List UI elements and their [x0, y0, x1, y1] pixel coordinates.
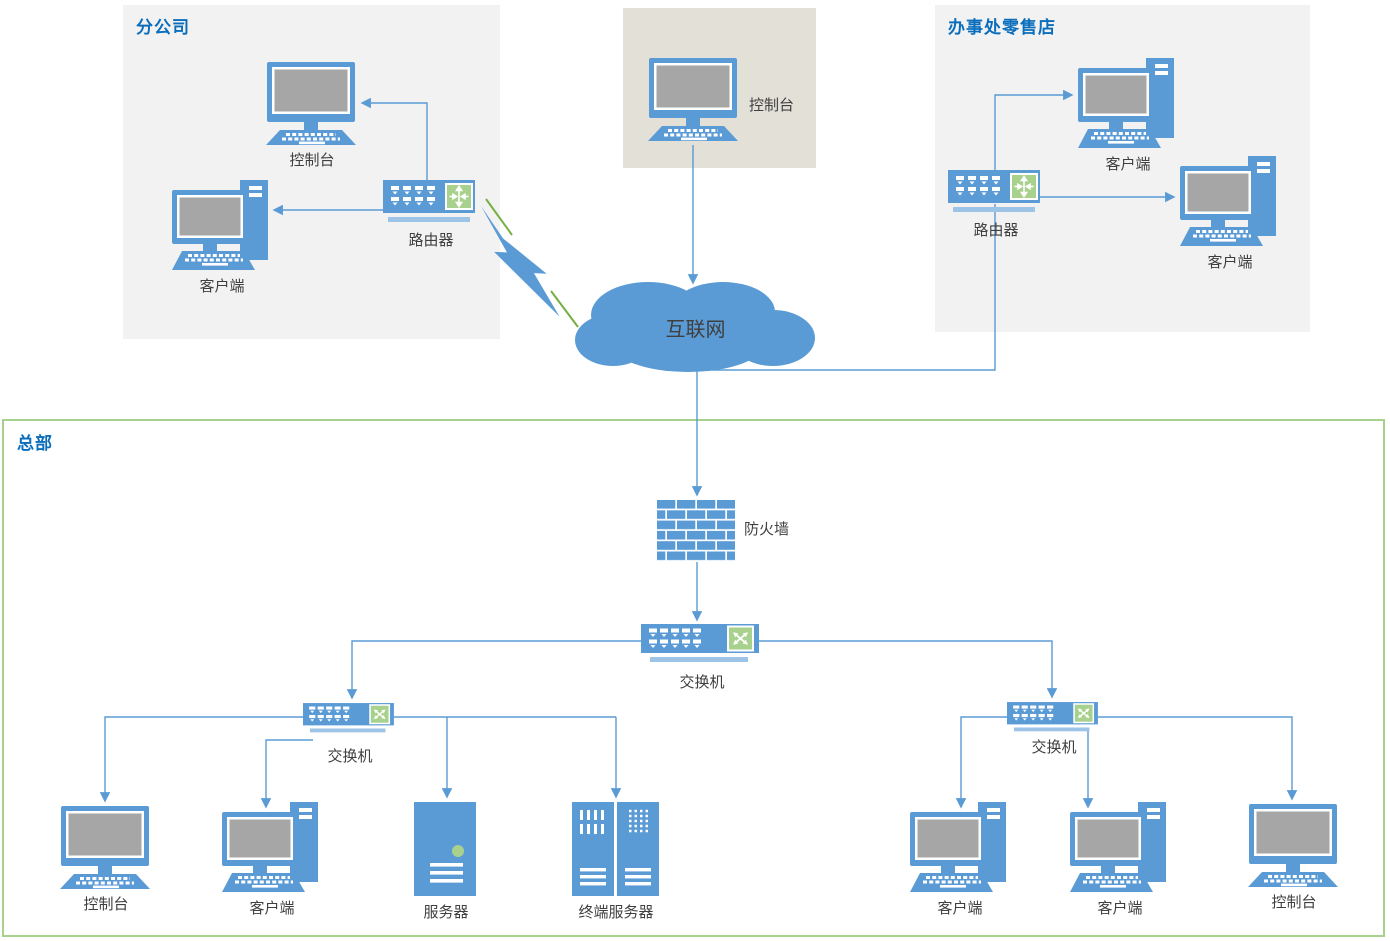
node-branch-client[interactable]: 客户端 [172, 180, 272, 295]
node-label: 客户端 [1207, 254, 1253, 271]
node-label: 交换机 [327, 748, 373, 765]
node-label: 交换机 [1031, 739, 1077, 756]
node-label: 控制台 [1271, 894, 1317, 911]
client-icon [222, 802, 322, 894]
switch-icon [1007, 702, 1101, 736]
client-icon [1180, 156, 1280, 248]
node-right-switch[interactable]: 交换机 [1007, 702, 1101, 756]
region-branch-office[interactable]: 分公司 [123, 5, 500, 339]
node-label: 路由器 [408, 232, 454, 249]
node-terminal-server[interactable]: 终端服务器 [572, 802, 660, 921]
node-label: 客户端 [249, 900, 295, 917]
node-hq-client-right-2[interactable]: 客户端 [1070, 802, 1170, 917]
node-label: 服务器 [423, 904, 469, 921]
node-label: 客户端 [1105, 156, 1151, 173]
client-icon [172, 180, 272, 272]
node-retail-client-2[interactable]: 客户端 [1180, 156, 1280, 271]
node-hq-client-left[interactable]: 客户端 [222, 802, 322, 917]
node-top-console[interactable]: 控制台 [648, 58, 794, 142]
firewall-icon [657, 500, 735, 562]
console-icon [60, 806, 152, 890]
node-label: 控制台 [749, 97, 795, 114]
node-label: 客户端 [937, 900, 983, 917]
node-label: 防火墙 [744, 521, 790, 538]
switch-icon [641, 624, 763, 668]
node-left-switch[interactable]: 交换机 [303, 703, 397, 765]
node-label: 互联网 [665, 319, 726, 341]
switch-icon [303, 703, 397, 737]
region-retail-title: 办事处零售店 [948, 18, 1056, 37]
node-hq-console-right[interactable]: 控制台 [1248, 804, 1340, 911]
client-icon [1070, 802, 1170, 894]
node-label: 控制台 [83, 896, 129, 913]
node-retail-router[interactable]: 路由器 [948, 170, 1044, 239]
node-hq-console-left[interactable]: 控制台 [60, 806, 152, 913]
node-label: 客户端 [199, 278, 245, 295]
router-icon [948, 170, 1044, 216]
node-hq-client-right-1[interactable]: 客户端 [910, 802, 1010, 917]
node-retail-client-1[interactable]: 客户端 [1078, 58, 1178, 173]
node-firewall[interactable]: 防火墙 [657, 500, 789, 562]
node-label: 控制台 [289, 152, 335, 169]
server-icon [414, 802, 478, 898]
node-server[interactable]: 服务器 [414, 802, 478, 921]
node-label: 客户端 [1097, 900, 1143, 917]
console-icon [648, 58, 740, 142]
console-icon [1248, 804, 1340, 888]
terminal-server-icon [572, 802, 660, 898]
node-internet-cloud[interactable]: 互联网 [573, 280, 818, 375]
region-branch-title: 分公司 [136, 18, 190, 37]
node-branch-console[interactable]: 控制台 [266, 62, 358, 169]
node-label: 交换机 [679, 674, 725, 691]
client-icon [1078, 58, 1178, 150]
region-hq-title: 总部 [17, 434, 53, 453]
console-icon [266, 62, 358, 146]
node-branch-router[interactable]: 路由器 [383, 180, 479, 249]
node-label: 路由器 [973, 222, 1019, 239]
node-label: 终端服务器 [578, 904, 654, 921]
node-core-switch[interactable]: 交换机 [641, 624, 763, 691]
router-icon [383, 180, 479, 226]
client-icon [910, 802, 1010, 894]
